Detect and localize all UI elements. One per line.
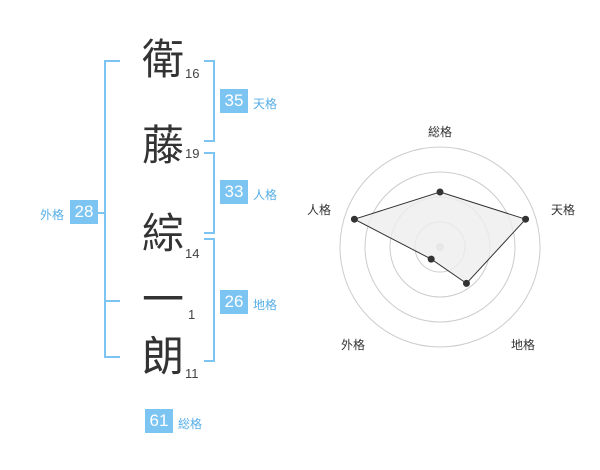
radar-point-2 [522,215,530,223]
soukaku-label: 総格 [178,417,203,431]
jinkaku-bracket [204,152,215,234]
radar-point-1 [436,188,444,196]
name-char-1: 衛 [141,35,184,84]
radar-ring-4 [339,146,541,348]
radar-label-gaikaku: 外格 [341,338,366,352]
stroke-count-5: 11 [185,366,199,381]
stroke-count-2: 19 [185,146,200,161]
chikaku-bracket [204,238,215,362]
radar-label-jinkaku: 人格 [307,203,332,217]
tenkaku-badge: 35 [220,89,248,113]
outer-bracket-lower [104,298,120,358]
chikaku-label: 地格 [253,298,278,312]
name-char-3: 綜 [141,209,184,258]
jinkaku-badge: 33 [220,180,248,204]
name-char-4: 一 [141,275,184,324]
radar-ring-3 [364,171,516,323]
chikaku-badge: 26 [220,290,248,314]
stroke-count-1: 16 [185,66,200,81]
radar-polygon [353,191,527,285]
radar-point-3 [462,279,470,287]
gaikaku-label: 外格 [40,208,65,222]
tenkaku-label: 天格 [253,97,278,111]
soukaku-badge: 61 [145,409,173,433]
name-char-5: 朗 [141,332,184,381]
stroke-count-4: 1 [188,307,196,322]
tenkaku-bracket [204,60,215,142]
radar-label-tenkaku: 天格 [551,203,576,217]
radar-point-5 [350,215,358,223]
radar-label-soukaku: 総格 [428,125,453,139]
stroke-count-3: 14 [185,246,200,261]
radar-label-chikaku: 地格 [511,338,536,352]
jinkaku-label: 人格 [253,188,278,202]
gaikaku-badge: 28 [70,200,98,224]
name-char-2: 藤 [141,121,184,170]
radar-point-4 [427,255,435,263]
outer-bracket-upper [104,60,120,302]
